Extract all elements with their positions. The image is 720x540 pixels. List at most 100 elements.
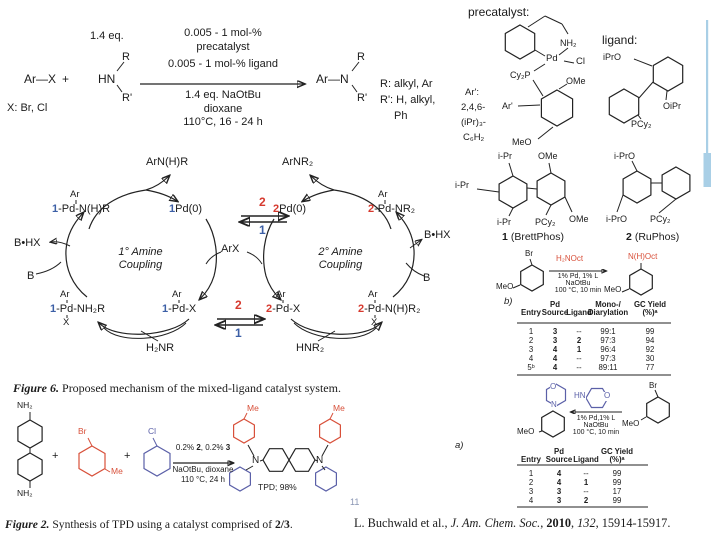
base-hx-right: B•HX [424, 229, 451, 241]
species-1-pd0: 1Pd(0) [169, 203, 202, 215]
cycle-left-line2: Coupling [118, 259, 163, 271]
eq-top-2: 2 [259, 195, 266, 209]
n-atom: N [316, 455, 324, 466]
condition-below-3: 110°C, 16 - 24 h [183, 116, 263, 128]
species-1-pd-x: 1-Pd-X [162, 303, 196, 315]
condition-above-1: 0.005 - 1 mol-% [184, 27, 262, 39]
num: 1 [502, 231, 508, 243]
product-amine-label: N(H)Oct [628, 252, 658, 261]
meo-label: MeO [604, 285, 622, 294]
ipro-label: iPrO [603, 52, 621, 62]
fig2-cond-below-2: 110 °C, 24 h [181, 475, 225, 484]
meo-label: MeO [512, 137, 532, 147]
citation-authors: L. Buchwald et al., [354, 516, 451, 530]
cond-1: 1% Pd,1% L [576, 415, 616, 422]
ligand-label: ligand: [602, 33, 638, 47]
mech-product-right: ArNR₂ [282, 156, 314, 168]
txt: -Pd-NH₂R [56, 303, 106, 315]
cell-selectivity: 97:3 [600, 336, 616, 345]
o-atom: O [550, 382, 557, 392]
plus-sign: + [52, 450, 59, 462]
cell-entry: 2 [528, 336, 534, 345]
cell-ligand: -- [576, 354, 582, 363]
ar-label: Ar [70, 189, 80, 200]
citation-journal: J. Am. Chem. Soc. [450, 516, 541, 530]
cell-selectivity: 97:3 [600, 354, 616, 363]
citation: L. Buchwald et al., J. Am. Chem. Soc., 2… [354, 516, 671, 531]
condition-above-2: precatalyst [196, 41, 250, 53]
th-pd-2: Source [545, 455, 573, 464]
pcy2-label: PCy₂ [535, 217, 556, 227]
txt: -Pd-NR₂ [374, 203, 416, 215]
meo-label: MeO [517, 427, 535, 436]
cond-3: 100 °C, 10 min [554, 287, 602, 294]
cell-entry: 5ᵇ [527, 363, 535, 372]
eq-top-1: 1 [259, 223, 266, 237]
product-r-prime: R' [357, 92, 368, 104]
base-right: B [423, 272, 431, 284]
th-pd-1: Pd [554, 447, 564, 456]
txt: -Pd-N(H)R [58, 203, 111, 215]
figure6-caption: Figure 6. Proposed mechanism of the mixe… [13, 381, 341, 395]
meo-label: MeO [496, 282, 514, 291]
txt: (RuPhos) [634, 231, 680, 243]
th-gc-yield-1: GC Yield [633, 300, 667, 309]
fig2-cond-above: 0.2% 2, 0.2% 3 [165, 443, 241, 453]
citation-pages: , 15914-15917. [595, 516, 671, 530]
cell-gc: 99 [612, 478, 622, 487]
x-label: X [63, 317, 70, 328]
halide-note: X: Br, Cl [7, 102, 48, 114]
cell-pd: 4 [552, 363, 558, 372]
txt: -Pd-N(H)R₂ [364, 303, 421, 315]
o-atom: O [604, 391, 611, 401]
cell-ligand: 1 [583, 478, 589, 487]
n-atom: N [252, 455, 260, 466]
ipro-label: i-PrO [606, 214, 627, 224]
cell-pd: 3 [552, 336, 558, 345]
th-gc-yield-2: (%)ᵃ [609, 455, 625, 464]
th-selectivity-1: Mono-/ [595, 300, 621, 309]
caption-period: . [289, 518, 293, 531]
meo-label: MeO [622, 419, 640, 428]
ar-label: Ar [172, 289, 182, 300]
num: 1 [169, 203, 176, 215]
compound-3: 3 [225, 443, 231, 452]
eq-bottom-2: 2 [235, 298, 242, 312]
cell-pd: 3 [552, 327, 558, 336]
product-arylamine: Ar—N [316, 72, 349, 86]
me-label: Me [333, 403, 345, 413]
me-label: Me [111, 466, 123, 476]
condition-below-2: dioxane [203, 103, 243, 115]
mech-product-left: ArN(H)R [146, 156, 189, 168]
me-label: Me [247, 403, 259, 413]
cell-entry: 1 [528, 327, 534, 336]
cell-entry: 3 [528, 345, 534, 354]
cy2p-label: Cy₂P [510, 70, 531, 80]
amine-reagent-right: HNR₂ [296, 342, 325, 354]
cell-gc: 17 [612, 487, 622, 496]
substituent-r: R [122, 51, 130, 63]
txt: -Pd-X [272, 303, 301, 315]
condition-below-1: 1.4 eq. NaOtBu [185, 89, 261, 101]
txt: (BrettPhos) [510, 231, 564, 243]
cell-selectivity: 96:4 [600, 345, 616, 354]
pcy2-label: PCy₂ [631, 119, 652, 129]
num: 1 [52, 203, 59, 215]
cell-ligand: 1 [576, 345, 582, 354]
amine-reagent: H₂NOct [556, 254, 584, 263]
cell-entry: 4 [528, 354, 534, 363]
cycle-right-line1: 2° Amine [318, 246, 363, 258]
condition-above-3: 0.005 - 1 mol-% ligand [167, 58, 279, 70]
cell-gc: 99 [612, 496, 622, 505]
cl-label: Cl [576, 56, 585, 67]
ar-note-3: (iPr)₃- [461, 117, 486, 128]
species-2-pd-amine: 2-Pd-N(H)R₂ [358, 303, 420, 315]
substituent-r-prime: R' [122, 92, 133, 104]
product-r: R [357, 51, 365, 63]
ar-prime-label: Ar' [502, 101, 513, 111]
cell-selectivity: 89:11 [598, 363, 618, 372]
species-1-pd-amide: 1-Pd-N(H)R [52, 203, 110, 215]
cell-gc: 99 [645, 327, 655, 336]
cell-gc: 99 [612, 469, 622, 478]
cond-2: NaOtBu [583, 422, 609, 429]
